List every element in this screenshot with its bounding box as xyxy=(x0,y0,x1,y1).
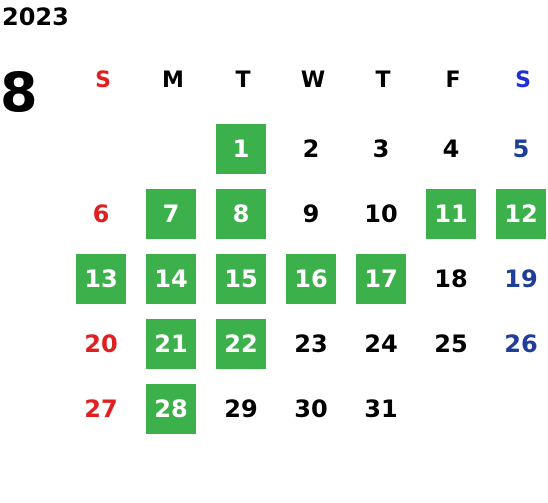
calendar-day: 2 xyxy=(302,135,320,163)
calendar-day: 6 xyxy=(92,200,110,228)
calendar-day-cell: 15 xyxy=(208,253,278,318)
calendar-day-highlighted: 16 xyxy=(286,254,336,304)
calendar-day-cell: 28 xyxy=(138,383,208,448)
calendar-day-cell: 31 xyxy=(348,383,418,448)
calendar-day: 4 xyxy=(442,135,460,163)
calendar-day-cell: 20 xyxy=(68,318,138,383)
weekday-wednesday: W xyxy=(300,68,326,93)
calendar-day-cell: 8 xyxy=(208,188,278,253)
calendar-day: 18 xyxy=(434,265,468,293)
calendar-day-highlighted: 13 xyxy=(76,254,126,304)
calendar-day-cell: 30 xyxy=(278,383,348,448)
calendar-day-cell: 6 xyxy=(68,188,138,253)
calendar-day-cell: 13 xyxy=(68,253,138,318)
calendar-day: 29 xyxy=(224,395,258,423)
calendar-day-cell: 18 xyxy=(418,253,488,318)
calendar-day-highlighted: 1 xyxy=(216,124,266,174)
calendar-day-highlighted: 14 xyxy=(146,254,196,304)
calendar-day-cell: 1 xyxy=(208,123,278,188)
calendar-day-cell: 29 xyxy=(208,383,278,448)
calendar-day-highlighted: 11 xyxy=(426,189,476,239)
calendar-day-cell: 14 xyxy=(138,253,208,318)
calendar-day-cell: 3 xyxy=(348,123,418,188)
calendar-day: 30 xyxy=(294,395,328,423)
calendar-day-cell: 12 xyxy=(488,188,548,253)
calendar-day-cell: 21 xyxy=(138,318,208,383)
weekday-header-row: S M T W T F S xyxy=(68,62,548,102)
calendar-day-highlighted: 15 xyxy=(216,254,266,304)
calendar-day-highlighted: 28 xyxy=(146,384,196,434)
calendar-day-cell: 10 xyxy=(348,188,418,253)
calendar-day: 9 xyxy=(302,200,320,228)
calendar-day-cell: 24 xyxy=(348,318,418,383)
calendar-day: 25 xyxy=(434,330,468,358)
calendar-day: 5 xyxy=(512,135,530,163)
calendar-day-highlighted: 22 xyxy=(216,319,266,369)
calendar-day-cell: 11 xyxy=(418,188,488,253)
calendar-day: 20 xyxy=(84,330,118,358)
calendar-day-cell: 7 xyxy=(138,188,208,253)
calendar-day: 27 xyxy=(84,395,118,423)
calendar-day-highlighted: 12 xyxy=(496,189,546,239)
calendar-day-cell: 23 xyxy=(278,318,348,383)
weekday-saturday: S xyxy=(515,68,531,93)
calendar-day-cell: 27 xyxy=(68,383,138,448)
month-label: 8 xyxy=(0,61,38,124)
calendar-day: 26 xyxy=(504,330,538,358)
calendar-day-cell: 16 xyxy=(278,253,348,318)
calendar-day-cell: 17 xyxy=(348,253,418,318)
calendar-day: 31 xyxy=(364,395,398,423)
calendar-day-cell: 5 xyxy=(488,123,548,188)
weekday-sunday: S xyxy=(95,68,111,93)
calendar-day: 24 xyxy=(364,330,398,358)
calendar-day-highlighted: 21 xyxy=(146,319,196,369)
calendar-day-cell: 19 xyxy=(488,253,548,318)
weekday-thursday: T xyxy=(375,68,391,93)
weekday-monday: M xyxy=(162,68,184,93)
calendar-day: 23 xyxy=(294,330,328,358)
calendar-day: 19 xyxy=(504,265,538,293)
calendar-day-cell: 2 xyxy=(278,123,348,188)
calendar-day-highlighted: 17 xyxy=(356,254,406,304)
weekday-friday: F xyxy=(445,68,461,93)
year-label: 2023 xyxy=(2,3,69,31)
calendar-day-highlighted: 8 xyxy=(216,189,266,239)
calendar-day-cell: 26 xyxy=(488,318,548,383)
calendar-day-cell: 9 xyxy=(278,188,348,253)
calendar-day: 10 xyxy=(364,200,398,228)
calendar-day-cell: 25 xyxy=(418,318,488,383)
weekday-tuesday: T xyxy=(235,68,251,93)
calendar-day: 3 xyxy=(372,135,390,163)
calendar-day-cell: 4 xyxy=(418,123,488,188)
calendar-day-cell: 22 xyxy=(208,318,278,383)
calendar-day-highlighted: 7 xyxy=(146,189,196,239)
